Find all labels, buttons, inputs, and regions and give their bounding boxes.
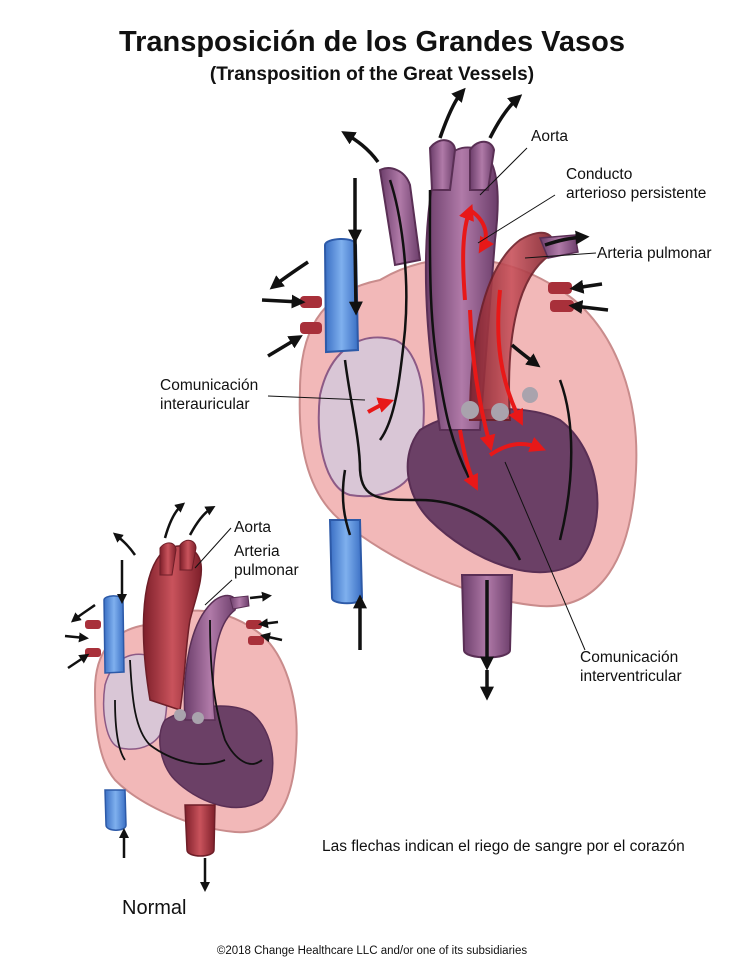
label-pulmonary-small-line2: pulmonar <box>234 561 299 580</box>
label-asd-line1: Comunicación <box>160 376 258 395</box>
label-vsd-line1: Comunicación <box>580 648 682 667</box>
label-ductus-line2: arterioso persistente <box>566 184 706 203</box>
label-pulmonary-small-line1: Arteria <box>234 542 299 561</box>
label-vsd-line2: interventricular <box>580 667 682 686</box>
small-descending-aorta <box>185 805 215 856</box>
label-pulmonary-artery-large: Arteria pulmonar <box>597 244 712 263</box>
label-atrial-septal-defect: Comunicación interauricular <box>160 376 258 414</box>
label-ductus-arteriosus: Conducto arterioso persistente <box>566 165 706 203</box>
label-asd-line2: interauricular <box>160 395 258 414</box>
label-aorta-large: Aorta <box>531 127 568 146</box>
copyright-text: ©2018 Change Healthcare LLC and/or one o… <box>0 945 744 957</box>
small-superior-vena-cava <box>104 596 124 673</box>
small-inferior-vena-cava <box>105 790 126 830</box>
label-pulmonary-artery-small: Arteria pulmonar <box>234 542 299 580</box>
flow-note: Las flechas indican el riego de sangre p… <box>322 838 685 856</box>
label-ventricular-septal-defect: Comunicación interventricular <box>580 648 682 686</box>
label-aorta-small: Aorta <box>234 518 271 537</box>
large-inferior-vena-cava <box>330 520 362 603</box>
label-ductus-line1: Conducto <box>566 165 706 184</box>
large-superior-vena-cava <box>325 239 358 352</box>
normal-caption: Normal <box>122 897 186 920</box>
